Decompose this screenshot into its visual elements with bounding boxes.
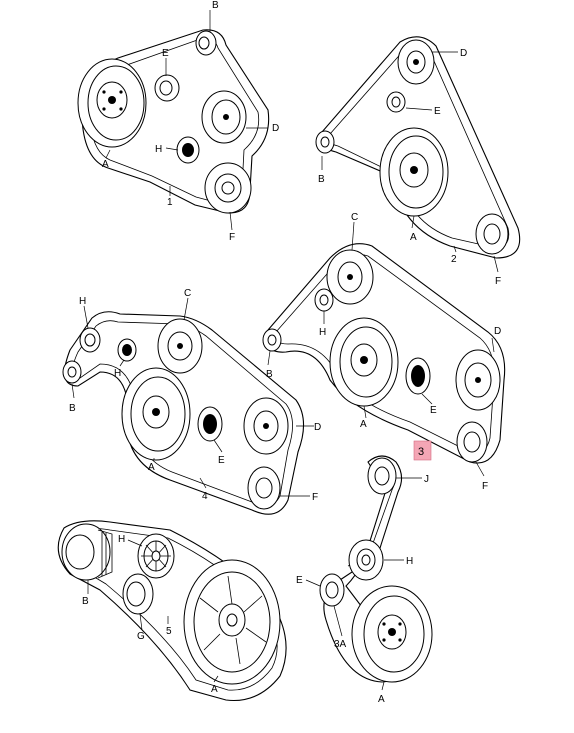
pulley-h-4: [79, 327, 101, 353]
label-group-4: 4: [202, 491, 208, 502]
pulley-e-4: [197, 406, 223, 442]
pulley-b-2: [315, 130, 335, 154]
pulley-d-4: [243, 397, 289, 455]
label-e-3: E: [430, 405, 437, 416]
label-h-1: H: [155, 144, 162, 155]
pulley-a-1: [77, 58, 147, 148]
pulley-h-1: [176, 136, 200, 164]
pulley-a-4: [121, 367, 191, 461]
label-b-1: B: [212, 0, 219, 11]
label-b-4: B: [69, 403, 76, 414]
label-a-1: A: [102, 159, 109, 170]
label-a-2: A: [410, 232, 417, 243]
pulley-f-4: [247, 466, 281, 510]
label-f-4: F: [312, 492, 318, 503]
pulley-h2-4: [117, 338, 137, 362]
pulley-a-3: [329, 317, 399, 407]
label-d-1: D: [272, 123, 279, 134]
label-b-2: B: [318, 174, 325, 185]
label-h-4: H: [79, 296, 86, 307]
assembly-4-belt: [64, 311, 305, 515]
label-j-3a: J: [424, 474, 429, 485]
label-e-3a: E: [296, 575, 303, 586]
label-b-5: B: [82, 596, 89, 607]
label-a-5: A: [211, 684, 218, 695]
pulley-h-3a: [348, 539, 384, 581]
label-h-3: H: [319, 327, 326, 338]
pulley-j-3a: [367, 457, 397, 495]
pulley-e-3: [405, 357, 431, 395]
label-group-5: 5: [166, 626, 172, 637]
label-b-3: B: [266, 369, 273, 380]
label-g-5: G: [137, 631, 145, 642]
pulley-h-3: [314, 288, 334, 312]
pulley-c-4: [157, 318, 203, 374]
assembly-1: B E D H A 1 F: [77, 0, 279, 243]
pulley-f-3: [456, 421, 488, 463]
label-h-3a: H: [406, 556, 413, 567]
label-f-2: F: [495, 276, 501, 287]
pulley-b-4: [62, 360, 82, 384]
pulley-d-2: [397, 39, 435, 85]
label-e-2: E: [434, 106, 441, 117]
pulley-d-1: [201, 90, 247, 144]
label-d-4: D: [314, 422, 321, 433]
label-e-4: E: [218, 455, 225, 466]
label-d-2: D: [460, 48, 467, 59]
assembly-2: D E B A 2 F: [315, 36, 521, 287]
assembly-5-belt: [57, 520, 287, 702]
pulley-e-1: [154, 74, 180, 102]
label-c-3: C: [351, 212, 358, 223]
pulley-b-1: [195, 30, 217, 56]
pulley-e-2: [386, 91, 406, 113]
label-a-4: A: [148, 462, 155, 473]
assembly-3a: J H E 3A A: [296, 455, 433, 705]
label-f-1: F: [229, 232, 235, 243]
label-group-2: 2: [451, 254, 457, 265]
pulley-g-5: [122, 573, 154, 615]
highlight-box-3: [413, 440, 432, 461]
label-group-3[interactable]: 3: [418, 446, 424, 458]
pulley-d-3: [455, 349, 501, 411]
label-f-3: F: [482, 481, 488, 492]
pulley-f-2: [475, 213, 509, 255]
label-d-3: D: [494, 326, 501, 337]
pulley-b-5: [61, 523, 113, 581]
label-group-3a: 3A: [334, 639, 347, 650]
label-group-1: 1: [167, 197, 173, 208]
label-c-4: C: [184, 288, 191, 299]
pulley-c-3: [326, 249, 374, 305]
pulley-b-3: [262, 328, 282, 352]
label-h-5: H: [118, 534, 125, 545]
assembly-3: C H B D A E F 3: [262, 212, 506, 492]
pulley-a-5: [183, 559, 281, 685]
pulley-a-3a: [351, 585, 433, 683]
label-a-3a: A: [378, 694, 385, 705]
pulley-f-1: [204, 162, 252, 214]
assembly-5: H B G 5 A: [57, 520, 287, 702]
label-a-3: A: [360, 419, 367, 430]
assembly-4: H C H B D A E 4 F: [62, 288, 321, 515]
pulley-h-5: [137, 533, 175, 579]
label-e-1: E: [162, 48, 169, 59]
label-h2-4: H: [114, 368, 121, 379]
pulley-a-2: [379, 127, 449, 217]
pulley-e-3a: [319, 573, 345, 607]
